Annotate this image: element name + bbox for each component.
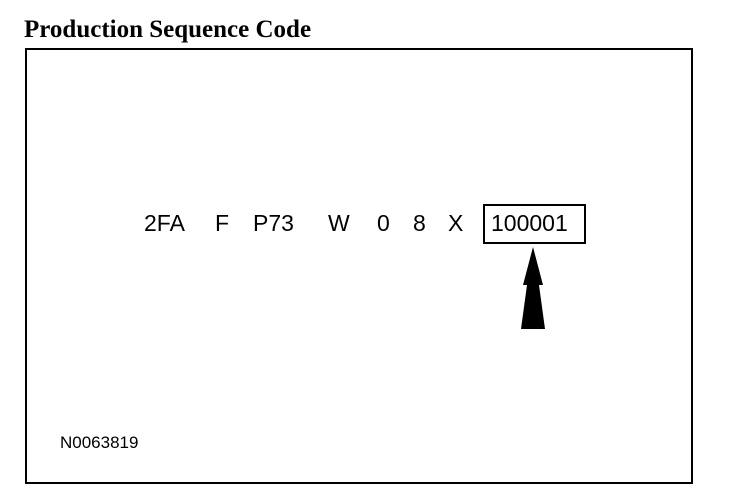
arrow-up-icon xyxy=(521,247,545,329)
diagram-title: Production Sequence Code xyxy=(24,16,312,43)
sequence-number-box xyxy=(483,204,586,244)
diagram-frame: 2FA F P73 W 0 8 X 100001 N0063819 xyxy=(25,48,693,484)
code-segment-p73: P73 xyxy=(253,210,294,236)
code-segment-w: W xyxy=(328,210,350,236)
sequence-number: 100001 xyxy=(491,210,568,236)
code-segment-x: X xyxy=(448,210,464,236)
figure-id: N0063819 xyxy=(60,433,139,452)
code-segment-f: F xyxy=(215,210,230,236)
code-segment-8: 8 xyxy=(413,210,426,236)
code-segment-0: 0 xyxy=(377,210,390,236)
code-segment-model: 2FA xyxy=(144,210,185,236)
